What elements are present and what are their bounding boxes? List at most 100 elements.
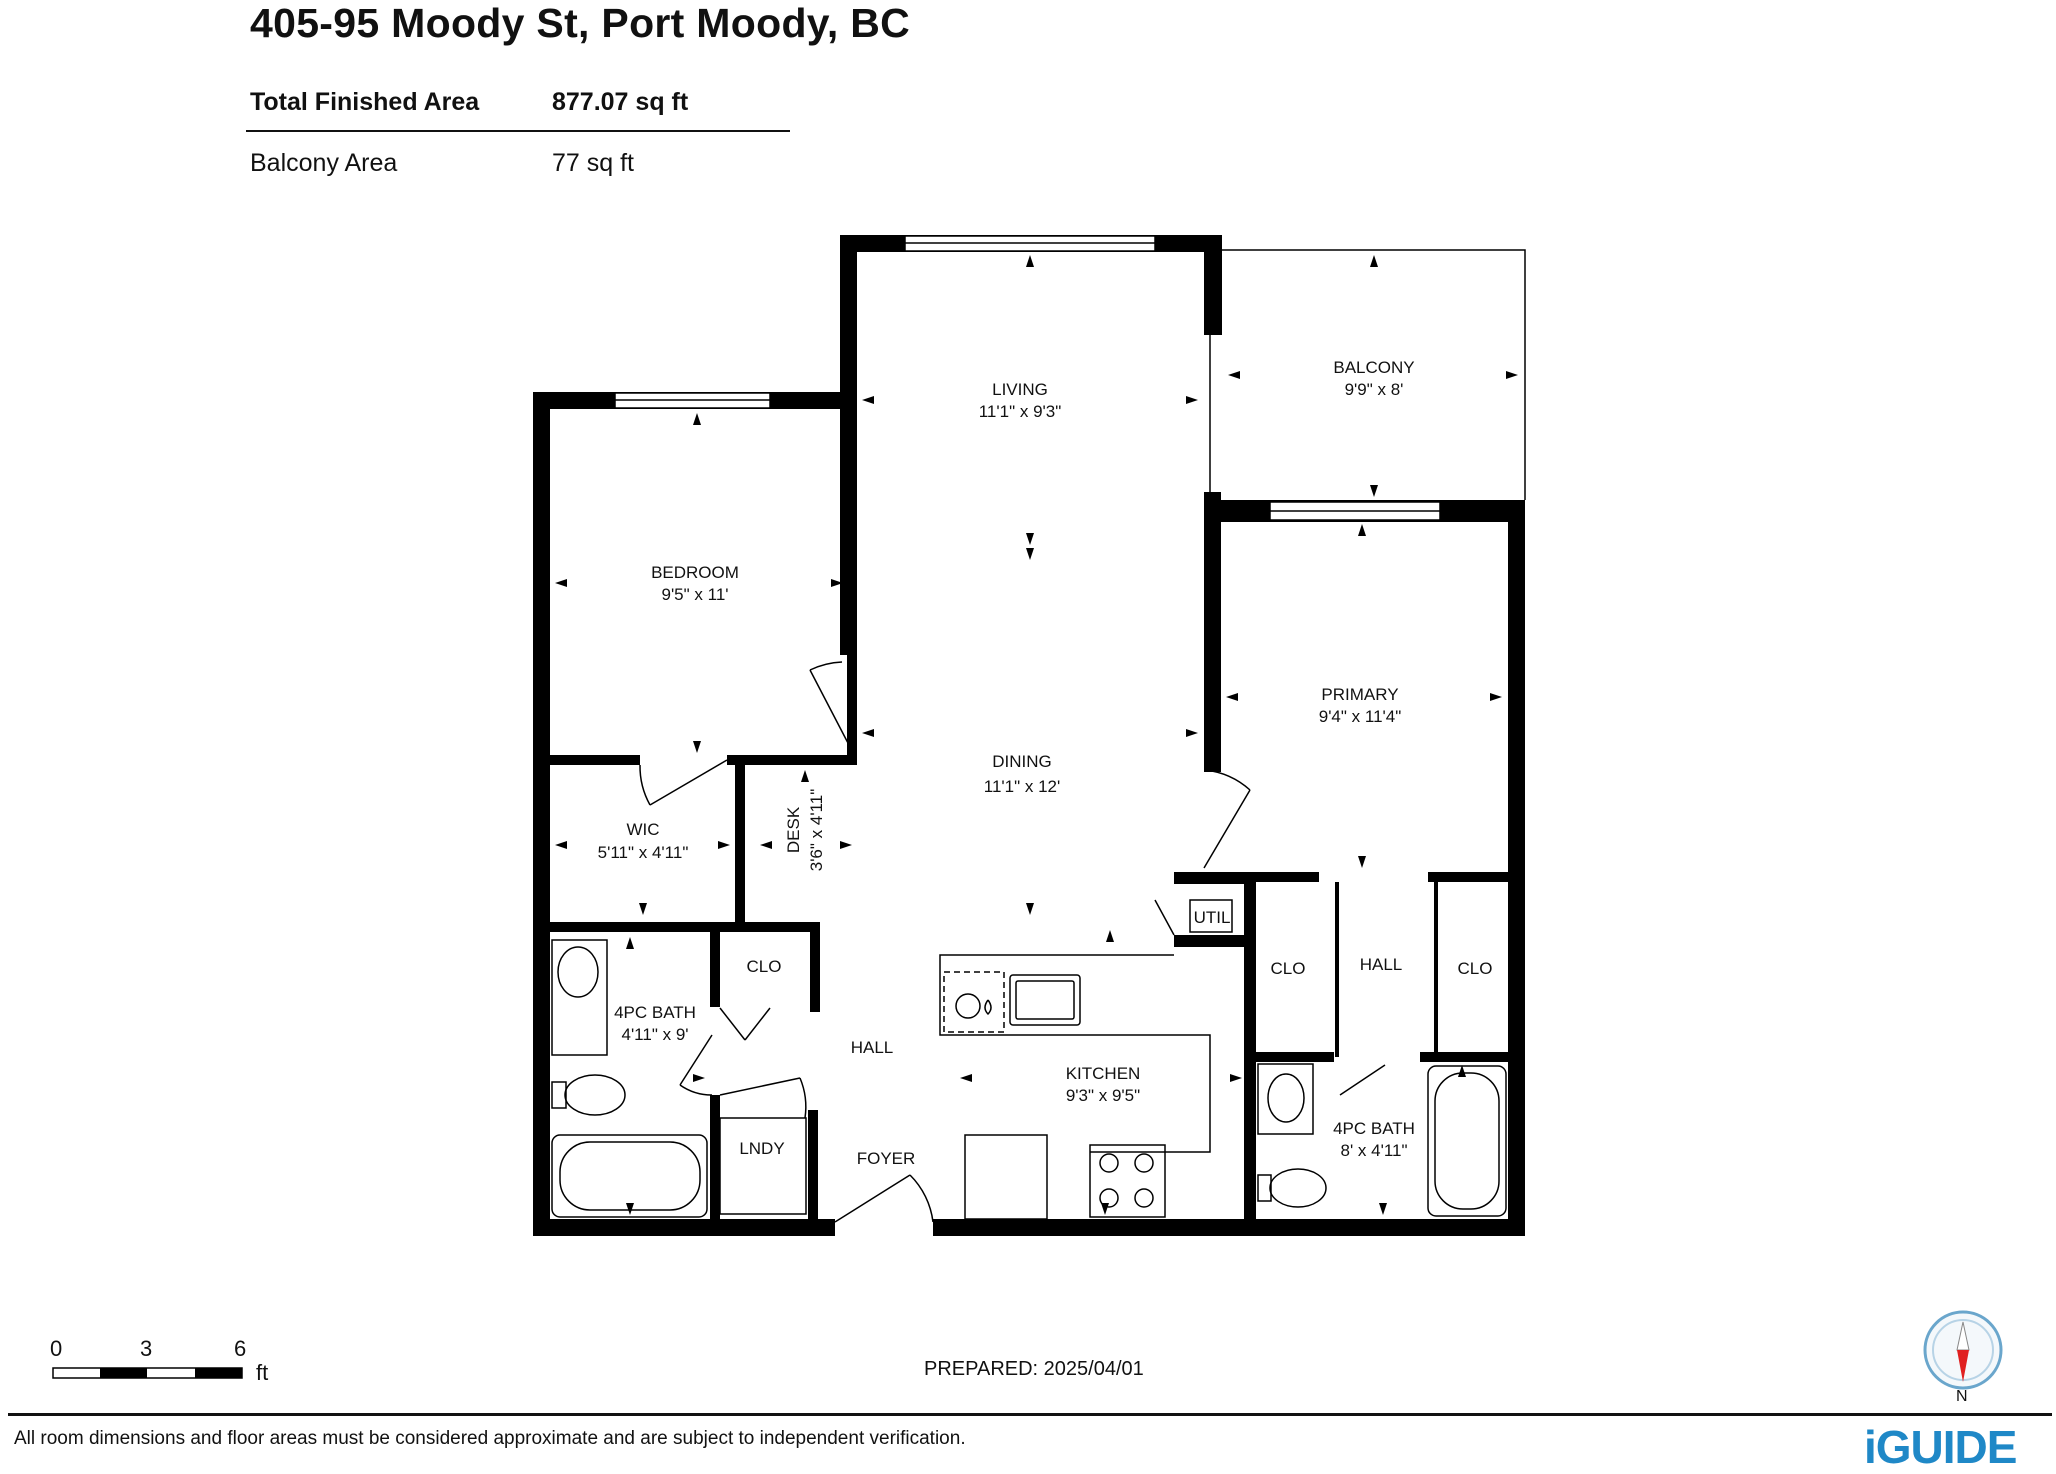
- wall-util-north: [1174, 872, 1244, 884]
- wall-clo-left-north: [1244, 872, 1319, 882]
- desk-name: DESK: [784, 806, 803, 853]
- scale-tick-3: 3: [140, 1336, 153, 1361]
- drop-icon: [984, 999, 992, 1016]
- living-dims: 11'1" x 9'3": [979, 402, 1062, 421]
- door-lndy: [719, 1077, 801, 1096]
- util-box: [1189, 899, 1233, 933]
- wall-bath-north: [550, 922, 820, 932]
- bath-right-tub: [1427, 1065, 1507, 1217]
- wall-bath-right-north-right: [1420, 1052, 1510, 1062]
- bath-left-toilet: [564, 1074, 626, 1116]
- hall-main-name: HALL: [851, 1038, 894, 1057]
- primary-name: PRIMARY: [1321, 685, 1398, 704]
- wall-east: [1508, 500, 1525, 1236]
- footer-divider: [8, 1413, 2052, 1416]
- fridge: [964, 1134, 1048, 1220]
- bath-left-dims: 4'11" x 9': [621, 1025, 688, 1044]
- wic-name: WIC: [626, 820, 659, 839]
- door-bath-left: [679, 1034, 713, 1086]
- dining-dims: 11'1" x 12': [984, 777, 1060, 796]
- wall-bath-east-upper: [710, 922, 720, 1007]
- wall-clo-left-door: [1335, 882, 1339, 1057]
- scale-tick-6: 6: [234, 1336, 247, 1361]
- wall-lndy-east: [808, 1110, 818, 1225]
- wall-hall-west: [1244, 872, 1256, 1227]
- door-primary: [1203, 789, 1251, 869]
- bath-left-tub: [551, 1134, 708, 1218]
- room-labels: LIVING 11'1" x 9'3" BALCONY 9'9" x 8' BE…: [598, 358, 1493, 1168]
- wall-living-west: [840, 235, 857, 655]
- bath-right-toilet: [1269, 1168, 1327, 1208]
- balcony-outline: [1209, 249, 1526, 500]
- door-bedroom: [809, 669, 850, 746]
- balcony-dims: 9'9" x 8': [1345, 380, 1404, 399]
- bath-right-vanity: [1257, 1063, 1314, 1135]
- wall-bath-east-lower: [710, 1095, 720, 1225]
- door-clo: [719, 1007, 746, 1041]
- lndy-name: LNDY: [739, 1139, 784, 1158]
- iguide-logo: iGUIDE: [1864, 1421, 2017, 1473]
- bath-left-name: 4PC BATH: [614, 1003, 696, 1022]
- scale-bar: [52, 1367, 243, 1379]
- wall-living-east-upper: [1204, 235, 1222, 335]
- primary-dims: 9'4" x 11'4": [1319, 707, 1402, 726]
- wall-util-south: [1174, 935, 1244, 947]
- bath-right-dims: 8' x 4'11": [1340, 1141, 1407, 1160]
- wall-bedroom-east-lower: [847, 640, 857, 765]
- clo-hall-name: CLO: [747, 957, 782, 976]
- balcony-area-value: 77 sq ft: [552, 149, 634, 177]
- wall-primary-west: [1204, 492, 1221, 772]
- bath-right-name: 4PC BATH: [1333, 1119, 1415, 1138]
- living-name: LIVING: [992, 380, 1048, 399]
- balcony-area-label: Balcony Area: [250, 149, 398, 177]
- wall-clo-right-door: [1434, 882, 1438, 1057]
- clo-right-name: CLO: [1458, 959, 1493, 978]
- door-wic: [649, 759, 728, 806]
- wall-clo-east: [810, 922, 820, 1012]
- door-bath-right: [1339, 1064, 1386, 1096]
- total-finished-area-label: Total Finished Area: [250, 88, 480, 116]
- bedroom-name: BEDROOM: [651, 563, 739, 582]
- dining-name: DINING: [992, 752, 1052, 771]
- bath-right-sink: [1267, 1073, 1305, 1123]
- wall-south-left: [533, 1219, 835, 1236]
- door-foyer: [834, 1174, 911, 1223]
- dishwasher: [943, 971, 1005, 1033]
- scale-tick-0: 0: [50, 1336, 63, 1361]
- wall-west: [533, 392, 550, 1236]
- compass-label: N: [1956, 1388, 1968, 1405]
- prepared-date: PREPARED: 2025/04/01: [924, 1358, 1144, 1380]
- wall-wic-east: [735, 760, 745, 925]
- hall-right-name: HALL: [1360, 955, 1403, 974]
- balcony-name: BALCONY: [1333, 358, 1414, 377]
- compass-icon: [1923, 1310, 2003, 1390]
- kitchen-dims: 9'3" x 9'5": [1066, 1086, 1140, 1105]
- bedroom-dims: 9'5" x 11': [661, 585, 728, 604]
- clo-left-name: CLO: [1271, 959, 1306, 978]
- wall-bedroom-south-right: [727, 755, 857, 765]
- kitchen-name: KITCHEN: [1066, 1064, 1141, 1083]
- disclaimer: All room dimensions and floor areas must…: [14, 1428, 966, 1449]
- total-finished-area-value: 877.07 sq ft: [552, 88, 689, 116]
- wall-south-right: [933, 1219, 1525, 1236]
- windows: [614, 235, 1441, 521]
- bath-fixtures: [551, 939, 1507, 1218]
- door-util: [1154, 899, 1175, 936]
- dimension-arrows: [555, 255, 1518, 1215]
- wall-clo-right-north: [1428, 872, 1513, 882]
- bath-left-sink: [557, 946, 599, 998]
- bath-left-vanity: [551, 939, 608, 1056]
- kitchen-sink: [1009, 974, 1081, 1026]
- dishwasher-circle: [955, 993, 981, 1019]
- util-name: UTIL: [1194, 908, 1231, 927]
- scale-unit: ft: [256, 1360, 269, 1385]
- desk-dims: 3'6" x 4'11": [807, 789, 826, 872]
- header-divider: [246, 130, 790, 132]
- wic-dims: 5'11" x 4'11": [598, 843, 689, 862]
- wall-bedroom-south-left: [550, 755, 640, 765]
- wall-bath-right-north-left: [1244, 1052, 1334, 1062]
- foyer-name: FOYER: [857, 1149, 916, 1168]
- doors: [639, 661, 1386, 1223]
- kitchen-counters: [939, 899, 1233, 1220]
